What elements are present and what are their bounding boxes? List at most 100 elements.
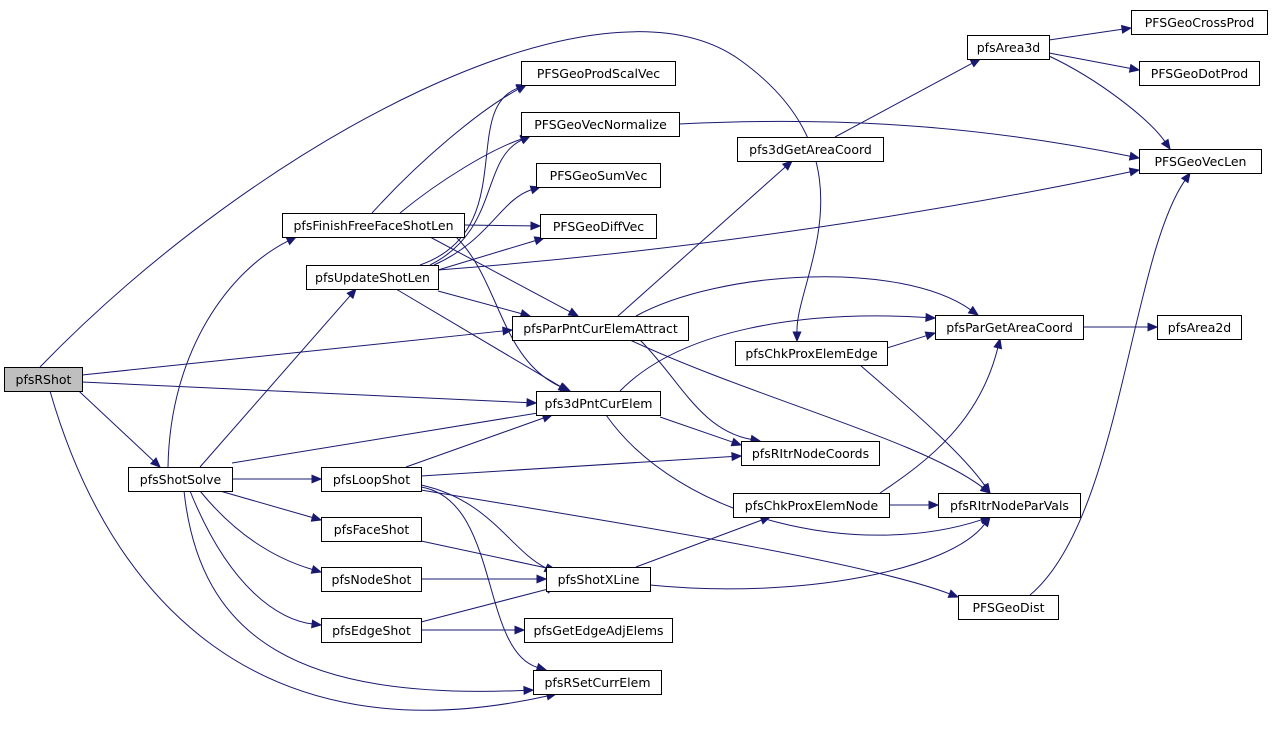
node-pfs3dGetAreaCoord[interactable]: pfs3dGetAreaCoord xyxy=(737,137,884,162)
node-PFSGeoSumVec[interactable]: PFSGeoSumVec xyxy=(536,163,661,188)
arrowhead-pfsUpdateShotLen-to-PFSGeoVecNormalize xyxy=(519,135,532,145)
node-label: pfsRSetCurrElem xyxy=(544,675,650,690)
node-pfsLoopShot[interactable]: pfsLoopShot xyxy=(321,467,422,492)
node-label: pfsFinishFreeFaceShotLen xyxy=(294,218,454,233)
node-label: pfsParPntCurElemAttract xyxy=(523,321,678,336)
edge-pfsArea3d-to-PFSGeoCrossProd xyxy=(1048,28,1123,41)
node-pfsEdgeShot[interactable]: pfsEdgeShot xyxy=(321,618,422,643)
edge-pfsLoopShot-to-PFSGeoDist xyxy=(420,489,950,595)
node-label: pfsShotXLine xyxy=(558,572,640,587)
edge-pfsRShot-to-pfs3dPntCurElem xyxy=(81,381,528,404)
node-pfsArea2d[interactable]: pfsArea2d xyxy=(1157,315,1242,340)
node-box xyxy=(521,61,676,86)
arrowhead-pfsFinishFreeFaceShotLen-to-pfsParPntCurElemAttract xyxy=(567,307,580,317)
node-box xyxy=(321,467,422,492)
node-pfsFaceShot[interactable]: pfsFaceShot xyxy=(321,517,422,542)
arrowhead-pfs3dPntCurElem-to-pfsRItrNodeCoords xyxy=(730,437,743,447)
edge-pfsShotSolve-to-pfsUpdateShotLen xyxy=(199,295,351,468)
node-pfsParGetAreaCoord[interactable]: pfsParGetAreaCoord xyxy=(935,315,1084,340)
node-PFSGeoDiffVec[interactable]: PFSGeoDiffVec xyxy=(540,214,657,239)
node-pfsNodeShot[interactable]: pfsNodeShot xyxy=(321,567,422,592)
node-box xyxy=(128,467,233,492)
edge-pfsRShot-to-pfsRSetCurrElem xyxy=(49,390,548,711)
node-box xyxy=(546,567,651,592)
arrowhead-pfsNodeShot-to-pfsShotXLine xyxy=(536,574,548,584)
node-PFSGeoProdScalVec[interactable]: PFSGeoProdScalVec xyxy=(521,61,676,86)
edge-pfsChkProxElemEdge-to-pfsRItrNodeParVals xyxy=(859,364,986,486)
edge-pfsFaceShot-to-pfsShotXLine xyxy=(420,540,548,569)
node-box xyxy=(521,112,680,137)
arrowhead-pfsShotSolve-to-pfsNodeShot xyxy=(310,564,323,574)
node-pfsUpdateShotLen[interactable]: pfsUpdateShotLen xyxy=(306,265,439,290)
node-PFSGeoDotProd[interactable]: PFSGeoDotProd xyxy=(1139,61,1260,86)
arrowhead-pfsUpdateShotLen-to-PFSGeoVecLen xyxy=(1128,167,1141,177)
arrowhead-pfsFinishFreeFaceShotLen-to-PFSGeoDiffVec xyxy=(530,221,542,231)
node-label: PFSGeoSumVec xyxy=(550,168,648,183)
edge-pfsUpdateShotLen-to-pfsParPntCurElemAttract xyxy=(437,290,522,315)
node-box xyxy=(540,214,657,239)
arrowhead-pfs3dGetAreaCoord-to-pfsArea3d xyxy=(969,58,982,68)
edge-pfsShotSolve-to-pfsFaceShot xyxy=(219,490,313,518)
edge-pfsEdgeShot-to-pfsShotXLine xyxy=(420,588,548,623)
node-pfsParPntCurElemAttract[interactable]: pfsParPntCurElemAttract xyxy=(512,316,689,341)
node-label: pfsArea3d xyxy=(977,40,1041,55)
edge-pfs3dPntCurElem-to-pfsParGetAreaCoord xyxy=(619,315,927,392)
node-label: PFSGeoVecLen xyxy=(1155,154,1247,169)
node-box xyxy=(967,35,1050,60)
node-box xyxy=(1139,149,1262,174)
edge-PFSGeoDist-to-PFSGeoVecLen xyxy=(1029,180,1186,596)
edge-pfsParPntCurElemAttract-to-pfsRItrNodeParVals xyxy=(629,339,984,488)
arrowhead-pfsShotSolve-to-pfsEdgeShot xyxy=(311,619,323,629)
node-pfsRItrNodeCoords[interactable]: pfsRItrNodeCoords xyxy=(741,441,880,466)
edge-PFSGeoVecNormalize-to-PFSGeoVecLen xyxy=(678,120,1131,157)
arrowhead-pfsArea3d-to-PFSGeoCrossProd xyxy=(1120,24,1133,34)
node-pfsChkProxElemEdge[interactable]: pfsChkProxElemEdge xyxy=(735,341,888,366)
node-pfsRSetCurrElem[interactable]: pfsRSetCurrElem xyxy=(533,670,662,695)
node-PFSGeoCrossProd[interactable]: PFSGeoCrossProd xyxy=(1131,10,1268,35)
arrowhead-pfsShotSolve-to-pfsFinishFreeFaceShotLen xyxy=(285,236,298,246)
arrowhead-pfsLoopShot-to-pfsRSetCurrElem xyxy=(535,662,548,672)
node-pfsChkProxElemNode[interactable]: pfsChkProxElemNode xyxy=(733,493,890,518)
node-box xyxy=(935,315,1084,340)
edge-pfsUpdateShotLen-to-PFSGeoProdScalVec xyxy=(419,87,518,266)
node-PFSGeoVecNormalize[interactable]: PFSGeoVecNormalize xyxy=(521,112,680,137)
edge-pfsLoopShot-to-pfsRItrNodeCoords xyxy=(420,456,733,477)
arrowhead-pfsEdgeShot-to-pfsGetEdgeAdjElems xyxy=(514,625,526,635)
arrowhead-pfsShotSolve-to-pfsLoopShot xyxy=(311,474,323,484)
edge-pfsFinishFreeFaceShotLen-to-PFSGeoVecNormalize xyxy=(399,138,522,214)
node-pfsShotXLine[interactable]: pfsShotXLine xyxy=(546,567,651,592)
node-PFSGeoVecLen[interactable]: PFSGeoVecLen xyxy=(1139,149,1262,174)
node-pfsArea3d[interactable]: pfsArea3d xyxy=(967,35,1050,60)
node-pfsFinishFreeFaceShotLen[interactable]: pfsFinishFreeFaceShotLen xyxy=(282,213,465,238)
node-label: pfsChkProxElemEdge xyxy=(745,346,878,361)
edge-pfsShotSolve-to-pfsEdgeShot xyxy=(189,490,313,625)
edge-pfsParPntCurElemAttract-to-pfsRItrNodeCoords xyxy=(639,339,752,440)
edge-pfsShotSolve-to-pfsFinishFreeFaceShotLen xyxy=(167,240,289,468)
node-box xyxy=(524,618,673,643)
node-label: PFSGeoDotProd xyxy=(1151,66,1248,81)
arrowhead-pfsArea3d-to-PFSGeoVecLen xyxy=(1160,138,1171,151)
node-pfsRItrNodeParVals[interactable]: pfsRItrNodeParVals xyxy=(938,493,1081,518)
node-box xyxy=(938,493,1081,518)
node-PFSGeoDist[interactable]: PFSGeoDist xyxy=(958,595,1059,620)
node-pfsRShot[interactable]: pfsRShot xyxy=(4,367,83,392)
edge-pfsUpdateShotLen-to-PFSGeoVecNormalize xyxy=(429,139,523,266)
node-pfsGetEdgeAdjElems[interactable]: pfsGetEdgeAdjElems xyxy=(524,618,673,643)
arrowhead-pfsUpdateShotLen-to-pfs3dPntCurElem xyxy=(557,382,570,392)
arrowhead-pfsLoopShot-to-pfsRItrNodeCoords xyxy=(731,452,743,462)
node-box xyxy=(733,493,890,518)
node-label: pfsEdgeShot xyxy=(332,623,411,638)
edge-pfs3dGetAreaCoord-to-pfsArea3d xyxy=(834,62,973,138)
arrowhead-pfsParPntCurElemAttract-to-pfsParGetAreaCoord xyxy=(967,305,980,316)
node-box xyxy=(958,595,1059,620)
edge-pfs3dPntCurElem-to-pfsRItrNodeParVals xyxy=(605,414,982,536)
node-pfsShotSolve[interactable]: pfsShotSolve xyxy=(128,467,233,492)
node-label: PFSGeoDiffVec xyxy=(553,219,644,234)
arrowhead-pfsChkProxElemNode-to-pfsParGetAreaCoord xyxy=(993,337,1003,350)
node-box xyxy=(4,367,83,392)
arrowhead-pfsLoopShot-to-PFSGeoDist xyxy=(947,589,960,598)
node-pfs3dPntCurElem[interactable]: pfs3dPntCurElem xyxy=(536,391,661,416)
arrowhead-PFSGeoDist-to-PFSGeoVecLen xyxy=(1180,171,1191,184)
arrowhead-pfsChkProxElemNode-to-pfsRItrNodeParVals xyxy=(928,500,940,510)
edge-pfsLoopShot-to-pfs3dPntCurElem xyxy=(405,417,544,468)
